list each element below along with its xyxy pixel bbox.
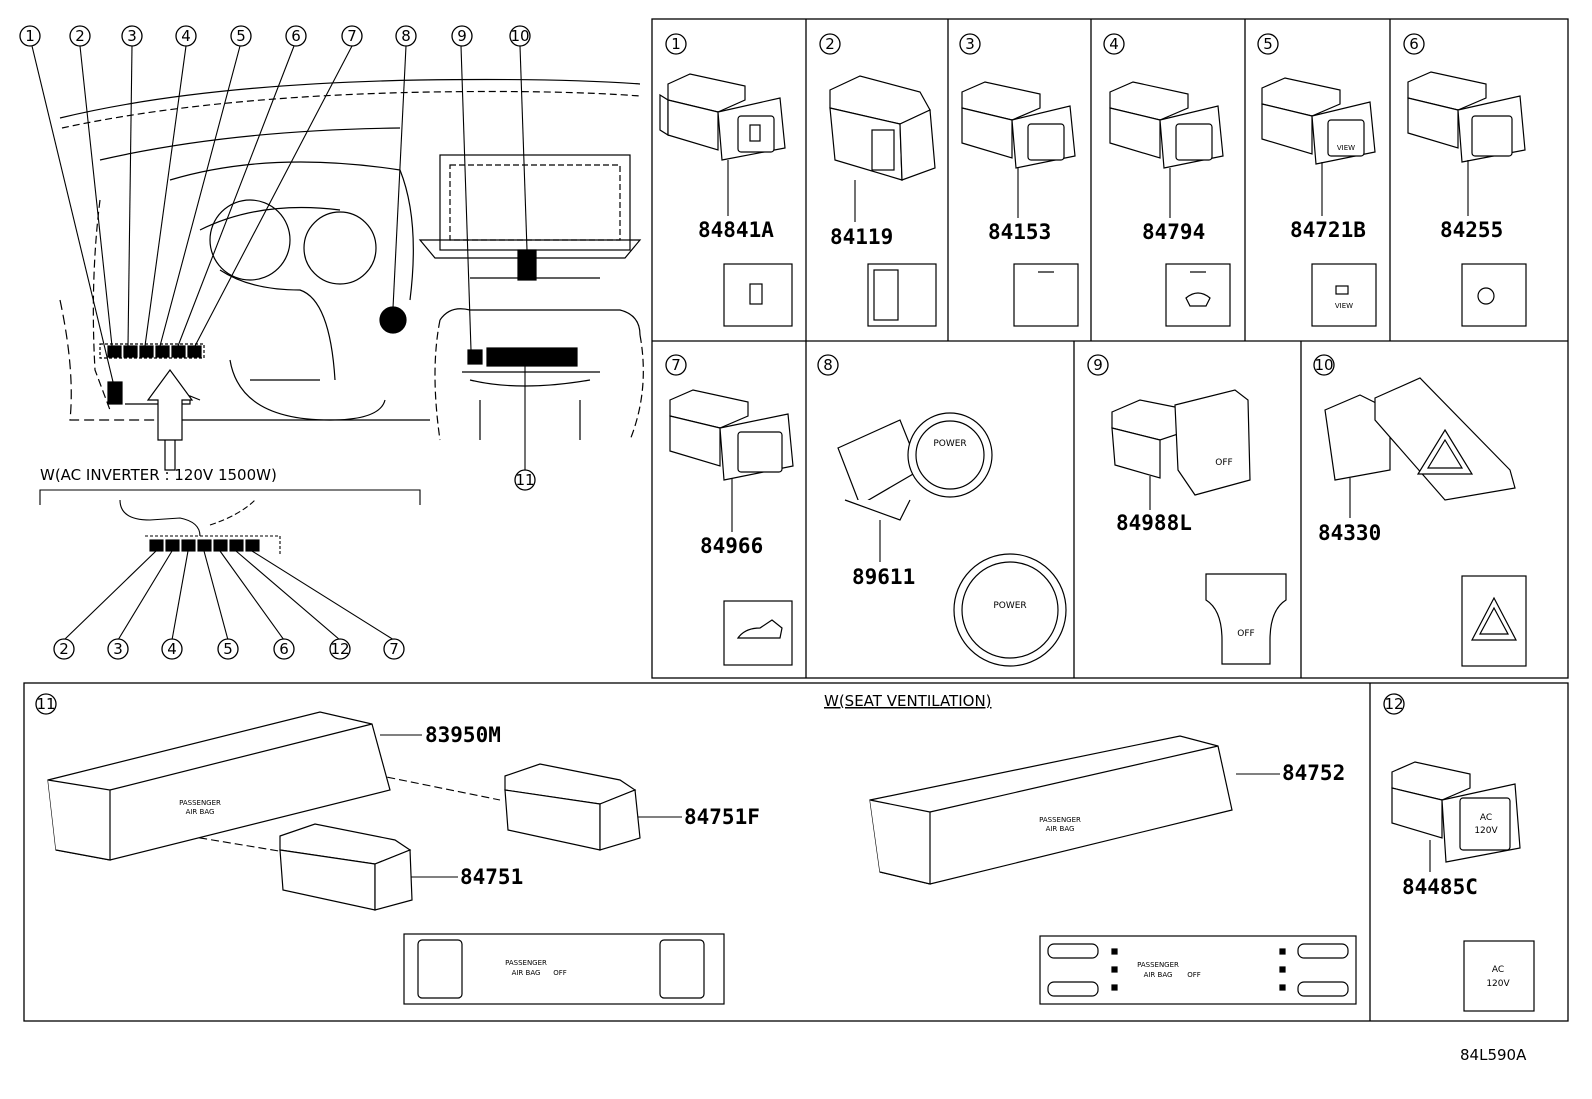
switch-labels: POWER POWER OFF OFF VIEW VIEW AC 120V AC…	[179, 144, 1510, 989]
svg-text:PASSENGER: PASSENGER	[1137, 961, 1179, 969]
part-84751: 84751	[460, 865, 523, 889]
part-84966: 84966	[700, 534, 763, 558]
svg-text:POWER: POWER	[993, 601, 1026, 611]
svg-text:6: 6	[1409, 35, 1419, 53]
callout-4: 4	[181, 27, 191, 45]
svg-text:9: 9	[1093, 356, 1103, 374]
part-84153: 84153	[988, 220, 1051, 244]
svg-text:AIR BAG: AIR BAG	[1144, 971, 1173, 979]
svg-text:4: 4	[167, 640, 177, 658]
svg-text:120V: 120V	[1486, 979, 1510, 989]
svg-text:OFF: OFF	[553, 969, 567, 977]
part-84330: 84330	[1318, 521, 1381, 545]
svg-text:2: 2	[825, 35, 835, 53]
svg-text:120V: 120V	[1474, 826, 1498, 836]
svg-text:5: 5	[223, 640, 233, 658]
svg-text:AIR BAG: AIR BAG	[1046, 825, 1075, 833]
switch-drawings	[659, 71, 1535, 1012]
callout-6: 6	[291, 27, 301, 45]
part-89611: 89611	[852, 565, 915, 589]
inverter-subdiagram	[39, 489, 421, 641]
grid-callouts: 1 2 3 4 5 6 7 8 9 10 11 12	[35, 33, 1425, 715]
svg-text:11: 11	[36, 695, 55, 713]
part-84751F: 84751F	[684, 805, 760, 829]
dashboard-overview	[59, 78, 644, 471]
svg-text:OFF: OFF	[1215, 458, 1232, 468]
seat-switch-panels	[47, 711, 1357, 1005]
svg-text:7: 7	[389, 640, 399, 658]
callout-2: 2	[75, 27, 85, 45]
svg-text:VIEW: VIEW	[1335, 302, 1353, 310]
svg-text:PASSENGER: PASSENGER	[179, 799, 221, 807]
callout-9: 9	[457, 27, 467, 45]
svg-text:1: 1	[671, 35, 681, 53]
part-84841A: 84841A	[698, 218, 774, 242]
svg-text:PASSENGER: PASSENGER	[1039, 816, 1081, 824]
part-84794: 84794	[1142, 220, 1205, 244]
part-84119: 84119	[830, 225, 893, 249]
part-84255: 84255	[1440, 218, 1503, 242]
callout-3: 3	[127, 27, 137, 45]
inverter-label: W(AC INVERTER : 120V 1500W)	[40, 466, 277, 484]
svg-text:VIEW: VIEW	[1337, 144, 1355, 152]
svg-text:10: 10	[1314, 356, 1333, 374]
svg-text:PASSENGER: PASSENGER	[505, 959, 547, 967]
svg-text:AIR BAG: AIR BAG	[512, 969, 541, 977]
overview-callouts: 1 2 3 4 5 6 7 8 9 10 11 2 3 4 5 6 12 7	[19, 25, 536, 660]
callout-1: 1	[25, 27, 35, 45]
part-numbers: 84841A 84119 84153 84794 84721B 84255 84…	[425, 218, 1503, 899]
callout-11: 11	[515, 471, 534, 489]
diagram-code: 84L590A	[1460, 1046, 1527, 1064]
callout-10: 10	[510, 27, 529, 45]
overview-leaders	[31, 45, 528, 470]
part-84752: 84752	[1282, 761, 1345, 785]
parts-grid	[23, 18, 1569, 1022]
svg-text:12: 12	[1384, 695, 1403, 713]
svg-text:OFF: OFF	[1237, 629, 1254, 639]
svg-text:6: 6	[279, 640, 289, 658]
seat-ventilation-label: W(SEAT VENTILATION)	[824, 692, 992, 710]
svg-text:7: 7	[671, 356, 681, 374]
callout-8: 8	[401, 27, 411, 45]
part-84988L: 84988L	[1116, 511, 1192, 535]
part-84721B: 84721B	[1290, 218, 1366, 242]
svg-text:12: 12	[330, 640, 349, 658]
svg-text:POWER: POWER	[933, 439, 966, 449]
callout-5: 5	[236, 27, 246, 45]
svg-text:4: 4	[1109, 35, 1119, 53]
svg-text:2: 2	[59, 640, 69, 658]
svg-text:5: 5	[1263, 35, 1273, 53]
callout-7: 7	[347, 27, 357, 45]
svg-text:OFF: OFF	[1187, 971, 1201, 979]
part-83950M: 83950M	[425, 723, 501, 747]
svg-text:3: 3	[965, 35, 975, 53]
svg-text:AC: AC	[1492, 965, 1504, 975]
svg-text:AC: AC	[1480, 813, 1492, 823]
svg-text:AIR BAG: AIR BAG	[186, 808, 215, 816]
svg-text:8: 8	[823, 356, 833, 374]
svg-text:3: 3	[113, 640, 123, 658]
part-84485C: 84485C	[1402, 875, 1478, 899]
inset-icons	[723, 124, 1527, 666]
